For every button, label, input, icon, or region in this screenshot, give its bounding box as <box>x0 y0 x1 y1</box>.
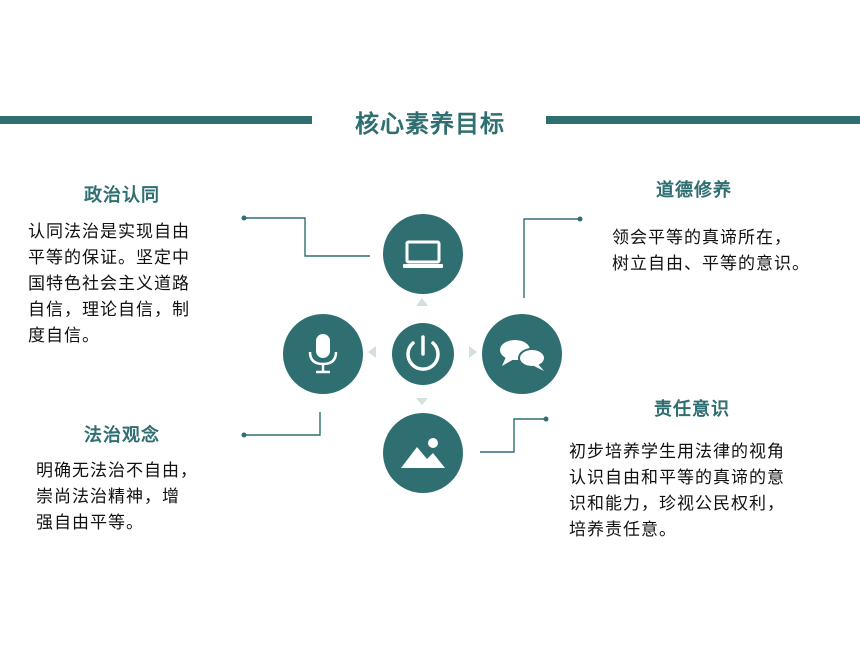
arrow-up-icon <box>416 298 428 306</box>
laptop-icon <box>403 240 443 268</box>
text-line: 明确无法治不自由， <box>36 461 198 481</box>
arrow-right-icon <box>469 346 477 358</box>
text-line: 认识自由和平等的真谛的意 <box>569 468 785 488</box>
chat-bubbles-icon <box>500 340 546 371</box>
title-bar-left <box>0 116 312 124</box>
text-line: 平等的保证。坚定中 <box>28 248 190 268</box>
connector-dot-responsibility <box>543 416 549 422</box>
power-circle <box>392 323 454 385</box>
page-title: 核心素养目标 <box>355 110 505 138</box>
text-line: 自信，理论自信，制 <box>28 300 190 320</box>
connector-dot-moral <box>577 216 583 222</box>
chat-circle <box>482 314 562 394</box>
responsibility-text: 初步培养学生用法律的视角 认识自由和平等的真谛的意 识和能力，珍视公民权利， 培… <box>569 439 785 543</box>
political-text: 认同法治是实现自由 平等的保证。坚定中 国特色社会主义道路 自信，理论自信，制 … <box>28 219 190 349</box>
connector-law <box>244 412 321 436</box>
connector-responsibility <box>480 418 546 453</box>
responsibility-heading: 责任意识 <box>654 399 730 420</box>
title-bar-right <box>546 116 860 124</box>
moral-text: 领会平等的真谛所在， 树立自由、平等的意识。 <box>612 225 810 277</box>
connector-political <box>244 217 370 257</box>
laptop-circle <box>383 214 463 294</box>
power-icon <box>406 335 440 371</box>
microphone-icon <box>308 334 338 374</box>
law-text: 明确无法治不自由， 崇尚法治精神，增 强自由平等。 <box>36 458 198 536</box>
text-line: 认同法治是实现自由 <box>28 222 190 242</box>
connector-dot-political <box>241 215 247 221</box>
connector-dot-law <box>241 432 247 438</box>
law-heading: 法治观念 <box>84 425 160 446</box>
text-line: 培养责任意。 <box>569 520 677 540</box>
microphone-circle <box>283 314 363 394</box>
text-line: 强自由平等。 <box>36 513 144 533</box>
text-line: 初步培养学生用法律的视角 <box>569 442 785 462</box>
text-line: 领会平等的真谛所在， <box>612 228 792 248</box>
arrow-down-icon <box>416 398 428 405</box>
text-line: 度自信。 <box>28 326 100 346</box>
image-circle <box>383 413 463 493</box>
text-line: 国特色社会主义道路 <box>28 274 190 294</box>
political-heading: 政治认同 <box>84 185 160 206</box>
mountain-image-icon <box>401 438 445 468</box>
moral-heading: 道德修养 <box>656 180 732 201</box>
text-line: 崇尚法治精神，增 <box>36 487 180 507</box>
text-line: 树立自由、平等的意识。 <box>612 254 810 274</box>
connector-moral <box>523 218 580 298</box>
text-line: 识和能力，珍视公民权利， <box>569 494 785 514</box>
arrow-left-icon <box>368 346 376 358</box>
